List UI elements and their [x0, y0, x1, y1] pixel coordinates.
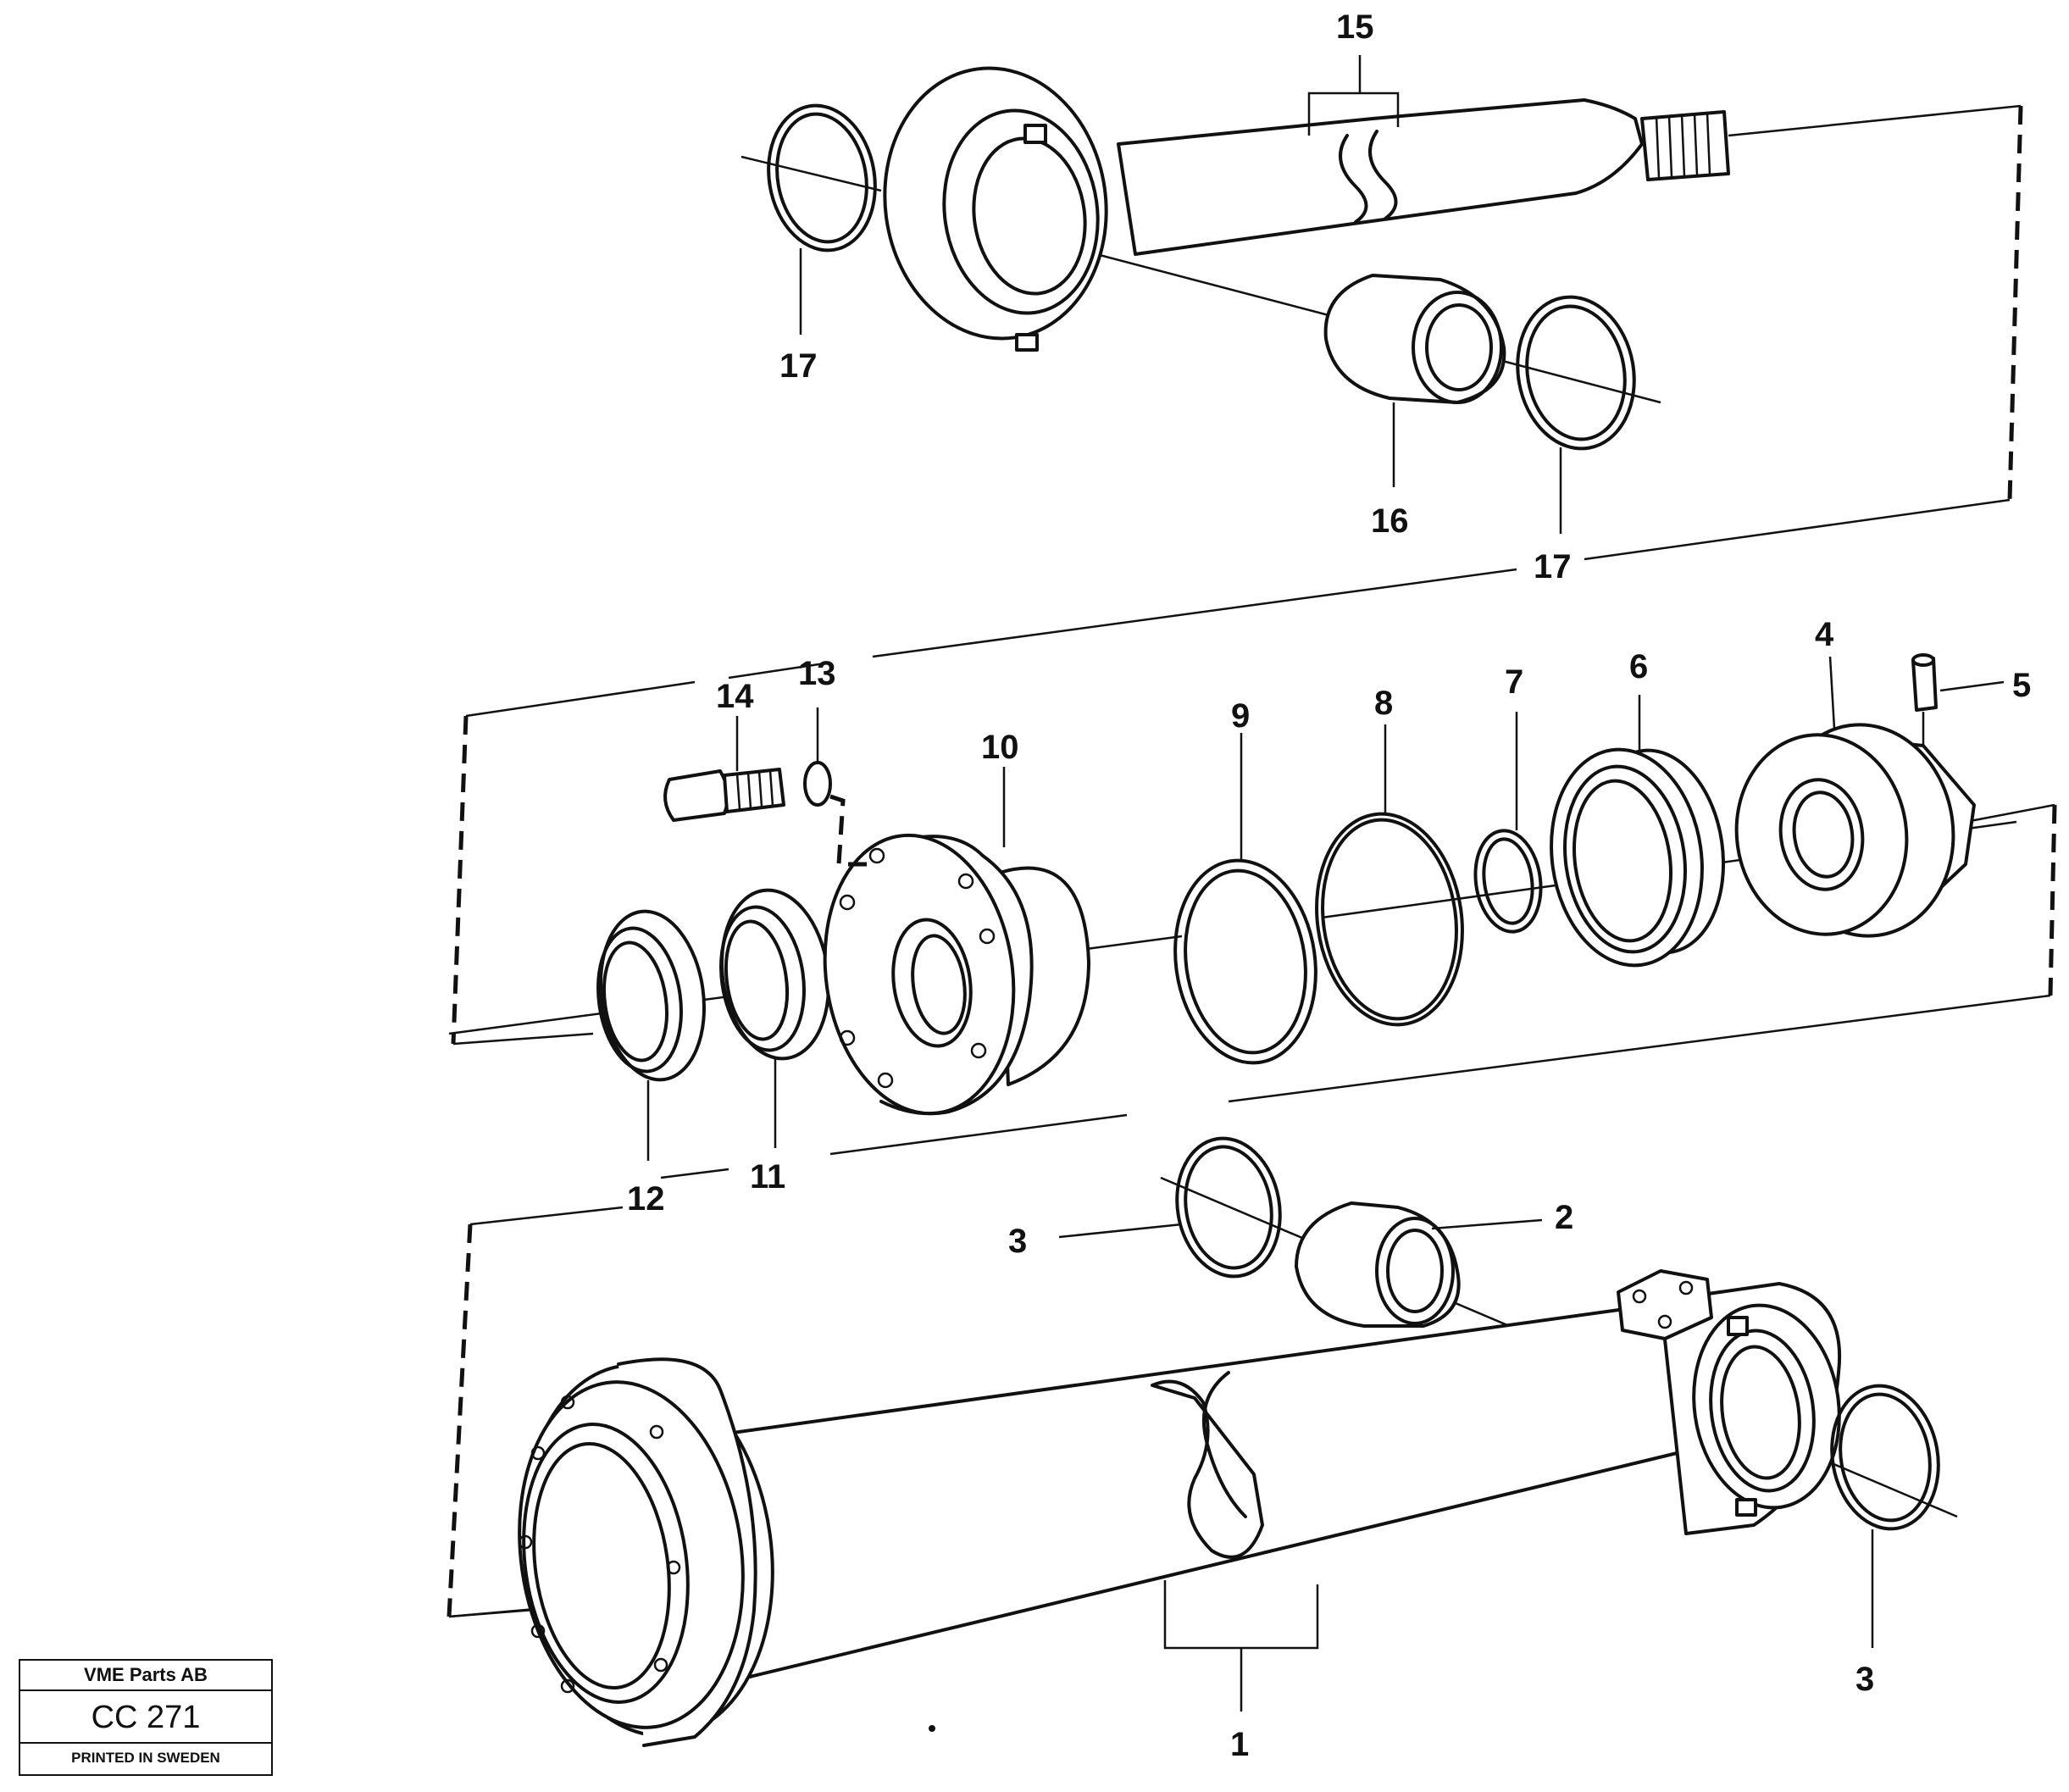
circlip-3-upper [1058, 1136, 1282, 1279]
o-ring-7 [1473, 712, 1543, 934]
stamp-printed: PRINTED IN SWEDEN [71, 1750, 220, 1766]
title-stamp: VME Parts AB CC 271 PRINTED IN SWEDEN [19, 1659, 273, 1776]
callout-11: 11 [750, 1158, 785, 1196]
callout-17-mid: 17 [1534, 548, 1572, 585]
circlip-17-right [1516, 295, 1636, 534]
stamp-code: CC 271 [20, 1691, 271, 1744]
spherical-bearing-16 [1323, 274, 1506, 487]
bracket-15 [1307, 55, 1400, 136]
piston-rod-eye [883, 66, 1730, 352]
o-ring-8 [1315, 724, 1464, 1027]
callout-4: 4 [1815, 616, 1834, 653]
callout-17-top-left: 17 [779, 347, 818, 385]
stray-dot [929, 1725, 935, 1732]
callout-3-upper: 3 [1008, 1223, 1027, 1260]
callout-9: 9 [1231, 697, 1250, 735]
circlip-17-top-left [767, 103, 877, 335]
callout-15: 15 [1336, 8, 1374, 46]
callout-16: 16 [1371, 502, 1409, 540]
callout-8: 8 [1374, 685, 1393, 722]
callout-13: 13 [798, 655, 836, 692]
lock-washer-13 [803, 707, 873, 867]
callout-10: 10 [981, 729, 1019, 766]
callout-6: 6 [1629, 648, 1648, 685]
cylinder-tube-1 [518, 1269, 1842, 1747]
callout-3-lower: 3 [1855, 1661, 1874, 1698]
spherical-bearing-2 [1295, 1201, 1543, 1328]
circlip-3-lower [1830, 1384, 1940, 1648]
callout-14: 14 [716, 678, 754, 715]
wiper-seal-12 [596, 909, 707, 1161]
bolt-14 [663, 716, 785, 822]
set-screw-5 [1911, 653, 2005, 746]
piston-6 [1550, 695, 1726, 968]
piston-nut-4 [1734, 656, 1976, 938]
callout-12: 12 [627, 1180, 665, 1218]
callout-1: 1 [1230, 1726, 1249, 1763]
backup-ring-9 [1173, 733, 1317, 1065]
callout-7: 7 [1505, 663, 1523, 701]
cylinder-head-10 [823, 767, 1090, 1116]
rod-seal-11 [719, 888, 830, 1148]
callout-labels: 15 17 16 17 17 14 13 10 9 8 7 6 4 5 12 1… [627, 8, 2031, 1763]
callout-2: 2 [1555, 1199, 1573, 1236]
callout-5: 5 [2012, 667, 2031, 704]
stamp-company: VME Parts AB [20, 1661, 271, 1691]
